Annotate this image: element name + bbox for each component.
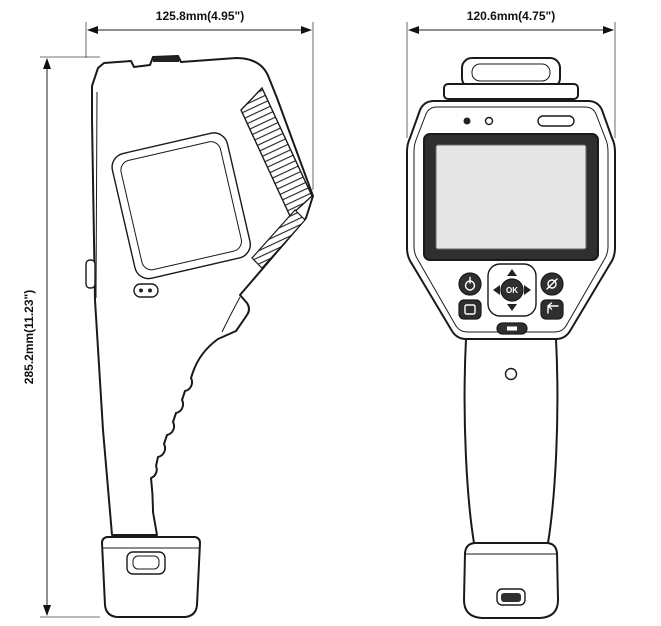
return-icon (547, 302, 559, 314)
dpad-right-icon (524, 285, 531, 295)
gallery-icon (464, 304, 476, 315)
button-cluster: OK (458, 263, 564, 335)
laser-button (540, 272, 564, 296)
indicator-led2-icon (484, 116, 494, 126)
side-back-button (85, 259, 96, 289)
front-head-inner-outline (413, 106, 609, 333)
battery-slot-inner (501, 593, 521, 602)
screen-display (435, 144, 587, 250)
front-screen (423, 133, 599, 261)
dpad-left-icon (493, 285, 500, 295)
focus-ring-hatch-lower (251, 209, 306, 269)
dimension-side-width-label: 125.8mm(4.95") (156, 9, 244, 23)
gallery-button (458, 299, 482, 320)
dimension-height: 285.2mm(11.23") (22, 56, 100, 618)
ok-button (500, 278, 524, 302)
dimension-height-label: 285.2mm(11.23") (22, 290, 36, 384)
dpad-up-icon (507, 269, 517, 276)
front-view: OK (406, 57, 616, 619)
back-button (540, 299, 564, 320)
dpad-down-icon (507, 304, 517, 311)
indicator-led-icon (463, 117, 471, 125)
flashlight-icon (507, 326, 517, 331)
side-inner-contour (95, 91, 98, 299)
ok-button-label: OK (506, 286, 518, 295)
front-battery (463, 542, 559, 619)
front-grip (463, 338, 559, 544)
trigger (221, 296, 241, 333)
side-battery (101, 536, 201, 618)
dimension-front-width-label: 120.6mm(4.75") (467, 9, 555, 23)
dimension-side-width: 125.8mm(4.95") (85, 9, 314, 190)
power-button (458, 272, 482, 296)
dimension-front-width: 120.6mm(4.75") (406, 9, 616, 138)
side-view (85, 55, 314, 618)
flashlight-button (496, 322, 528, 335)
top-tab (153, 57, 179, 62)
lanyard-hole (504, 367, 518, 381)
top-handle (443, 57, 579, 100)
back-emblem (133, 283, 159, 298)
light-sensor (537, 115, 575, 127)
side-screen (111, 132, 251, 280)
dpad: OK (487, 263, 537, 317)
laser-icon (547, 279, 557, 289)
